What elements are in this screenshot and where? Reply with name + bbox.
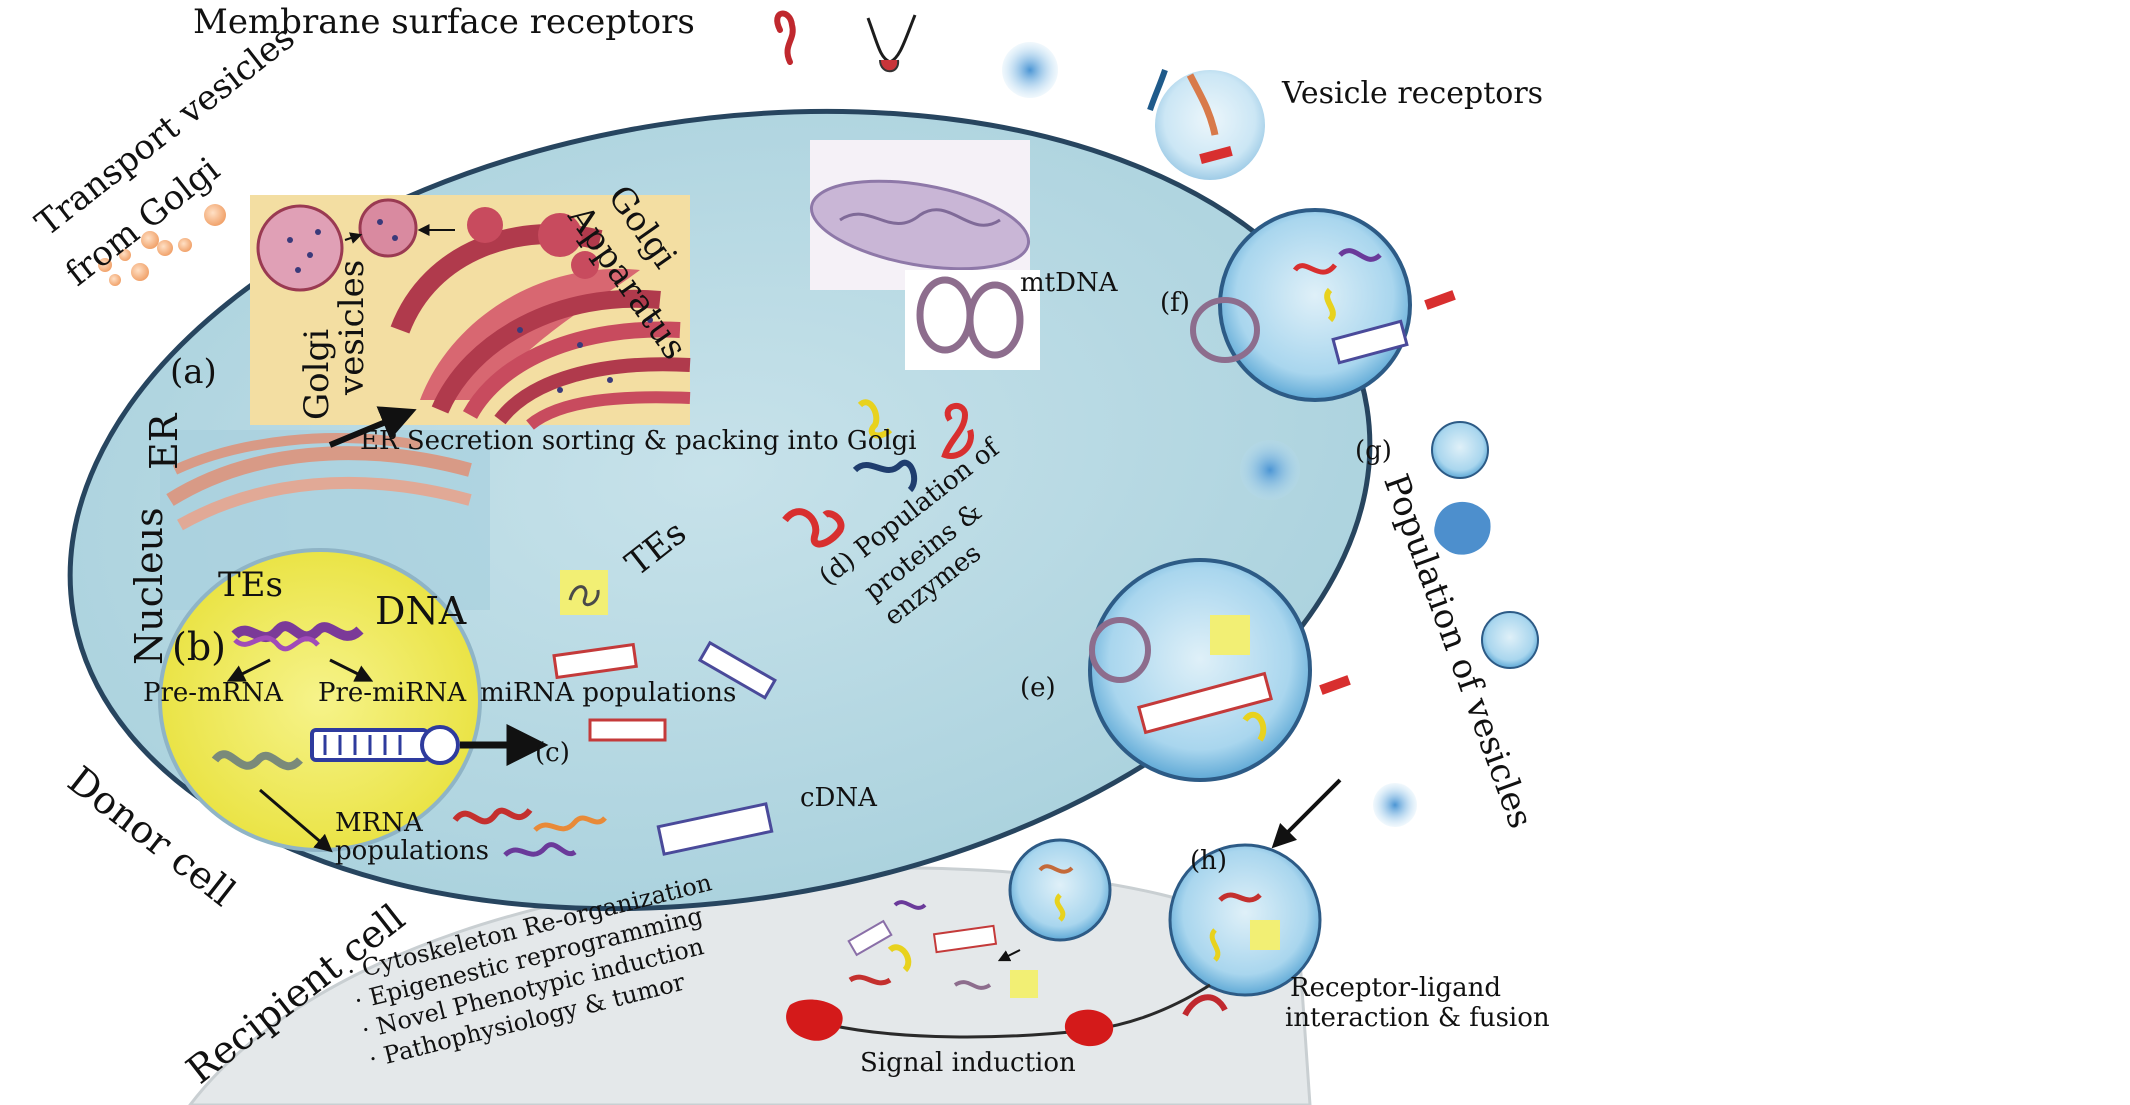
er-label: ER (142, 413, 186, 470)
vesicle-h (1168, 843, 1322, 997)
mitochondria-image (809, 140, 1040, 370)
nucleus-er-image (158, 430, 549, 853)
er-secretion-label: ER Secretion sorting & packing into Golg… (360, 426, 917, 456)
mirna-population (552, 640, 777, 742)
golgi-vesicles-label-2: vesicles (332, 259, 372, 395)
panel-b-label: (b) (172, 625, 226, 669)
vesicle-to-recipient-arrow (1271, 778, 1342, 849)
vesicle-receptors-label: Vesicle receptors (1282, 76, 1544, 111)
panel-c-label: (c) (535, 738, 570, 768)
panel-e-label: (e) (1020, 673, 1056, 703)
signal-induction-label: Signal induction (860, 1048, 1076, 1078)
signal-induction-path (786, 983, 1228, 1047)
vesicle-fusing (1008, 838, 1112, 942)
protein-population (782, 399, 974, 548)
nucleus-label: Nucleus (127, 507, 171, 665)
mtdna-label: mtDNA (1020, 268, 1118, 298)
panel-g-label: (g) (1355, 436, 1392, 466)
pre-mirna-label: Pre-miRNA (318, 678, 467, 708)
vesicle-f (1190, 208, 1456, 402)
panel-f-label: (f) (1160, 288, 1190, 318)
mrna-populations-label-1: MRNA (335, 808, 423, 838)
receptor-ligand-label-2: interaction & fusion (1285, 1003, 1550, 1033)
golgi-vesicles-label-1: Golgi (297, 328, 337, 420)
te-box (560, 570, 608, 615)
mrna-population (452, 807, 607, 857)
transport-vesicles (98, 204, 226, 286)
mrna-populations-label-2: populations (335, 836, 490, 866)
panel-a-label: (a) (170, 352, 217, 392)
vesicle-population (1002, 42, 1539, 827)
vesicle-e (1088, 558, 1351, 782)
pre-mrna-label: Pre-mRNA (143, 678, 283, 708)
er-to-golgi-arrow (328, 406, 417, 448)
membrane-surface-receptors-label: Membrane surface receptors (193, 2, 695, 42)
recipient-cargo (847, 900, 1038, 998)
mirna-populations-label: miRNA populations (480, 678, 737, 708)
cdna-label: cDNA (800, 783, 877, 813)
receptor-ligand-label-1: Receptor-ligand (1290, 973, 1502, 1003)
panel-h-label: (h) (1190, 846, 1228, 876)
vesicle-receptors-icon (1147, 69, 1265, 180)
dna-label: DNA (375, 589, 467, 633)
cdna-strand (656, 802, 774, 856)
tes-nucleus-label: TEs (218, 565, 283, 605)
membrane-receptors (774, 10, 917, 73)
golgi-apparatus-image (250, 195, 691, 430)
